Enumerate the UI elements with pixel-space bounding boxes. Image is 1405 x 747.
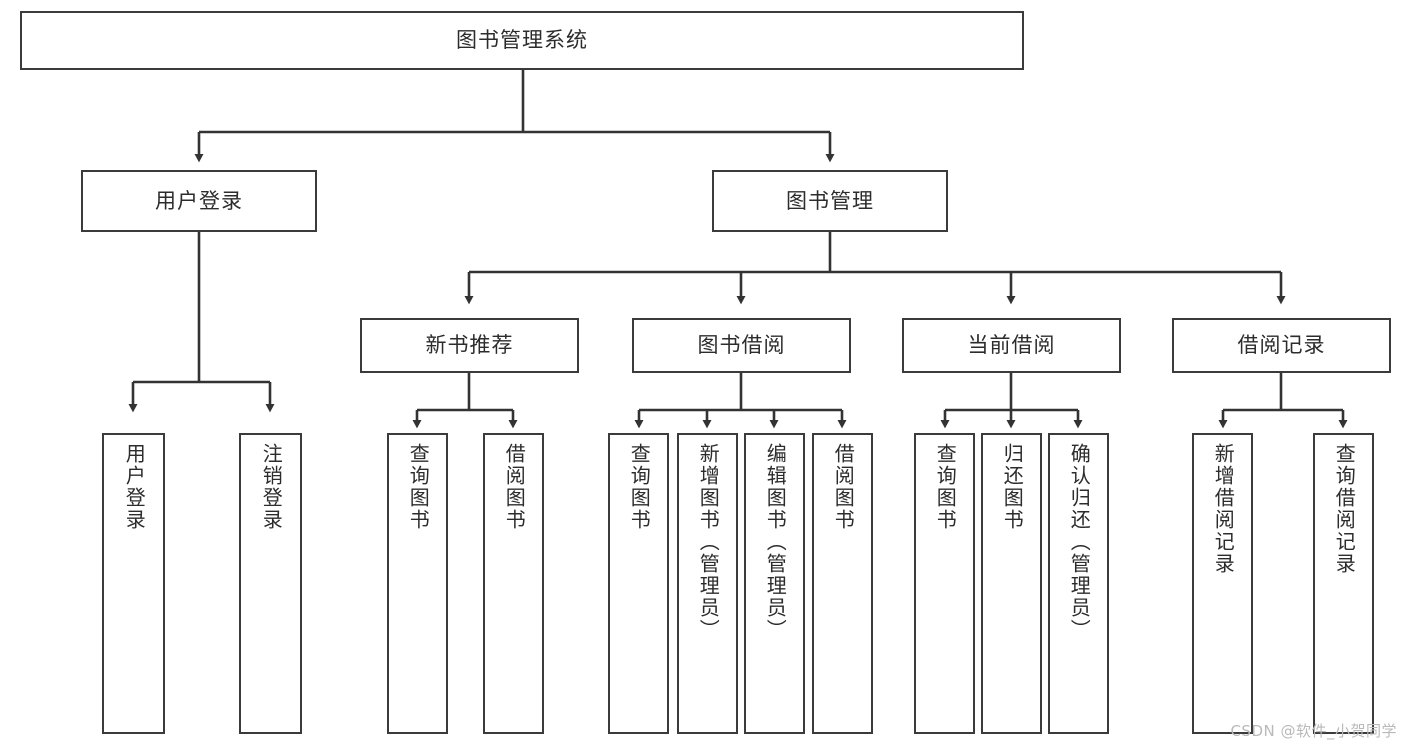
node-label: 归还图书 (1000, 443, 1025, 531)
leaf-book-borrow-query-book[interactable]: 查询图书 (608, 433, 669, 734)
node-label: 新增借阅记录 (1211, 443, 1236, 575)
node-current-borrow[interactable]: 当前借阅 (902, 318, 1121, 373)
node-root-book-management-system[interactable]: 图书管理系统 (20, 11, 1024, 70)
leaf-current-borrow-return-book[interactable]: 归还图书 (981, 433, 1042, 734)
node-label: 查询图书 (406, 443, 431, 531)
node-label: 图书管理 (786, 188, 874, 213)
node-label: 图书管理系统 (456, 28, 588, 53)
node-label: 编辑图书（管理员） (763, 443, 788, 641)
leaf-user-login-login[interactable]: 用户登录 (102, 433, 165, 734)
node-label: 当前借阅 (967, 333, 1056, 358)
leaf-borrow-record-add-record[interactable]: 新增借阅记录 (1192, 433, 1253, 734)
node-label: 新增图书（管理员） (696, 443, 721, 641)
node-label: 借阅图书 (831, 443, 856, 531)
leaf-current-borrow-confirm-return-admin[interactable]: 确认归还（管理员） (1048, 433, 1109, 734)
node-label: 新书推荐 (425, 333, 514, 358)
leaf-book-borrow-add-book-admin[interactable]: 新增图书（管理员） (677, 433, 738, 734)
node-label: 查询图书 (627, 443, 652, 531)
node-label: 确认归还（管理员） (1067, 443, 1092, 641)
node-borrow-record[interactable]: 借阅记录 (1172, 318, 1391, 373)
node-label: 图书借阅 (697, 333, 786, 358)
leaf-new-book-query-book[interactable]: 查询图书 (387, 433, 448, 734)
leaf-borrow-record-query-record[interactable]: 查询借阅记录 (1313, 433, 1374, 734)
node-label: 用户登录 (122, 443, 147, 531)
node-user-login[interactable]: 用户登录 (81, 170, 317, 232)
leaf-book-borrow-borrow-book[interactable]: 借阅图书 (812, 433, 873, 734)
node-book-borrow[interactable]: 图书借阅 (632, 318, 851, 373)
node-label: 借阅记录 (1237, 333, 1326, 358)
leaf-book-borrow-edit-book-admin[interactable]: 编辑图书（管理员） (744, 433, 805, 734)
node-label: 查询借阅记录 (1332, 443, 1357, 575)
leaf-user-login-logout[interactable]: 注销登录 (239, 433, 302, 734)
node-label: 注销登录 (259, 443, 284, 531)
csdn-watermark: CSDN @软件_小贺同学 (1230, 722, 1397, 740)
leaf-current-borrow-query-book[interactable]: 查询图书 (914, 433, 975, 734)
leaf-new-book-borrow-book[interactable]: 借阅图书 (483, 433, 544, 734)
node-book-management[interactable]: 图书管理 (712, 170, 948, 232)
node-label: 用户登录 (155, 188, 243, 213)
node-new-book-recommend[interactable]: 新书推荐 (360, 318, 579, 373)
node-label: 查询图书 (933, 443, 958, 531)
node-label: 借阅图书 (502, 443, 527, 531)
